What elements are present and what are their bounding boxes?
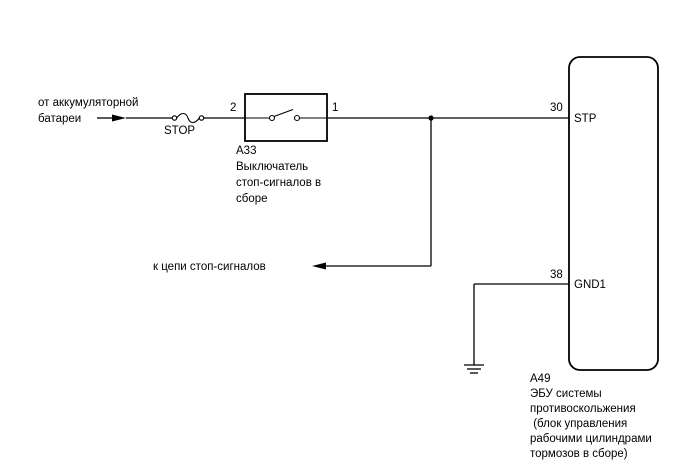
ecu-pin-gnd-name: GND1 xyxy=(574,279,606,291)
ecu-name-line1: ЭБУ системы xyxy=(530,388,602,400)
switch-name-line3: сборе xyxy=(236,193,268,205)
switch-contact-left xyxy=(268,114,276,122)
fuse-label: STOP xyxy=(164,125,195,137)
ecu-name-line3: (блок управления xyxy=(530,418,627,430)
switch-name-line1: Выключатель xyxy=(236,161,308,173)
source-label-line1: от аккумуляторной xyxy=(38,97,138,109)
ecu-name-line2: противоскольжения xyxy=(530,403,636,415)
switch-pin-right: 1 xyxy=(332,102,338,114)
branch-arrow xyxy=(312,262,326,270)
ecu-pin-stp-number: 30 xyxy=(550,102,563,114)
switch-contact-right xyxy=(293,114,301,122)
ecu-box xyxy=(568,56,659,371)
source-label-line2: батареи xyxy=(38,113,81,125)
ecu-code: A49 xyxy=(530,373,550,385)
branch-label: к цепи стоп-сигналов xyxy=(153,261,266,273)
ground-icon xyxy=(464,364,484,374)
input-arrow xyxy=(112,114,126,122)
ecu-pin-stp-name: STP xyxy=(574,113,597,125)
switch-lever xyxy=(273,108,294,118)
fuse-symbol xyxy=(171,112,205,124)
ecu-name-line5: тормозов в сборе) xyxy=(530,448,628,460)
ecu-pin-gnd-number: 38 xyxy=(550,269,563,281)
switch-name-line2: стоп-сигналов в xyxy=(236,177,321,189)
switch-code: A33 xyxy=(236,145,256,157)
switch-pin-left: 2 xyxy=(230,102,236,114)
ecu-name-line4: рабочими цилиндрами xyxy=(530,433,652,445)
